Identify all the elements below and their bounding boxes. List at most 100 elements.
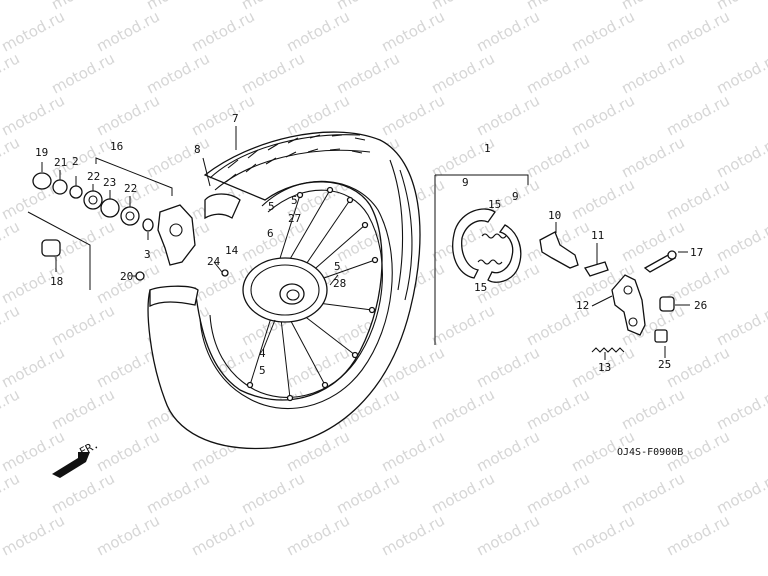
callout-24: 24 xyxy=(207,255,221,268)
inner-tube xyxy=(149,285,199,308)
watermark-text: motod.ru xyxy=(618,469,687,517)
watermark-text: motod.ru xyxy=(523,469,592,517)
watermark-text: motod.ru xyxy=(663,91,732,139)
callout-5a: 5 xyxy=(268,200,275,213)
diagram-code: OJ4S-F0900B xyxy=(617,447,683,458)
part-10-brake-cam xyxy=(539,231,579,269)
watermark-text: motod.ru xyxy=(713,133,768,181)
watermark-text: motod.ru xyxy=(0,217,23,265)
leader-lines xyxy=(41,126,690,360)
watermark-text: motod.ru xyxy=(238,49,307,97)
callout-15a: 15 xyxy=(488,198,501,211)
part-20-screw xyxy=(135,271,145,281)
watermark-text: motod.ru xyxy=(473,427,542,475)
watermark-text: motod.ru xyxy=(143,469,212,517)
watermark-text: motod.ru xyxy=(713,301,768,349)
watermark-text: motod.ru xyxy=(523,133,592,181)
part-15-spring-top xyxy=(481,233,507,239)
watermark-text: motod.ru xyxy=(0,0,23,14)
callout-22b: 22 xyxy=(124,182,137,195)
tube-section xyxy=(204,193,241,220)
callout-21: 21 xyxy=(54,156,67,169)
watermark-text: motod.ru xyxy=(663,175,732,223)
part-15-spring-bottom xyxy=(477,259,503,265)
callout-19: 19 xyxy=(35,146,48,159)
watermark-text: motod.ru xyxy=(713,217,768,265)
watermark-text: motod.ru xyxy=(568,7,637,55)
watermark-text: motod.ru xyxy=(473,511,542,559)
watermark-text: motod.ru xyxy=(188,91,257,139)
callout-14: 14 xyxy=(225,244,239,257)
part-2-collar xyxy=(69,185,83,199)
watermark-text: motod.ru xyxy=(0,133,23,181)
watermark-text: motod.ru xyxy=(378,427,447,475)
watermark-text: motod.ru xyxy=(0,49,23,97)
watermark-text: motod.ru xyxy=(473,7,542,55)
spoke-nipples xyxy=(246,186,379,402)
callout-22a: 22 xyxy=(87,170,100,183)
callout-2: 2 xyxy=(72,155,79,168)
watermark-text: motod.ru xyxy=(428,49,497,97)
watermark-text: motod.ru xyxy=(0,385,23,433)
watermark-text: motod.ru xyxy=(663,511,732,559)
callout-26: 26 xyxy=(694,299,707,312)
watermark-text: motod.ru xyxy=(333,49,402,97)
part-9-brake-shoe-left xyxy=(452,208,496,279)
part-9-brake-shoe-right xyxy=(487,224,522,283)
tire-outer xyxy=(147,131,421,450)
fr-label: FR. xyxy=(77,438,101,459)
watermark-text: motod.ru xyxy=(428,385,497,433)
brake-assembly xyxy=(452,208,522,283)
callout-15b: 15 xyxy=(474,281,487,294)
wheel-assembly xyxy=(147,131,421,450)
watermark-text: motod.ru xyxy=(663,7,732,55)
left-parts xyxy=(32,172,229,281)
part-25-pin xyxy=(654,329,668,343)
watermark-text: motod.ru xyxy=(618,133,687,181)
watermark-text: motod.ru xyxy=(283,7,352,55)
part-21-washer xyxy=(52,179,68,195)
watermark-text: motod.ru xyxy=(48,49,117,97)
watermark-text: motod.ru xyxy=(0,7,68,55)
callout-25: 25 xyxy=(658,358,671,371)
watermark-text: motod.ru xyxy=(93,7,162,55)
callout-8: 8 xyxy=(194,143,201,156)
watermark-text: motod.ru xyxy=(473,343,542,391)
watermark-text: motod.ru xyxy=(333,469,402,517)
watermark-text: motod.ru xyxy=(0,511,68,559)
callout-23: 23 xyxy=(103,176,116,189)
watermark-text: motod.ru xyxy=(238,469,307,517)
watermark-text: motod.ru xyxy=(523,49,592,97)
part-13-spring xyxy=(591,347,625,353)
callout-5d: 5 xyxy=(259,364,266,377)
watermark-text: motod.ru xyxy=(0,427,68,475)
watermark-text: motod.ru xyxy=(93,427,162,475)
watermark-text: motod.ru xyxy=(0,301,23,349)
callout-5b: 5 xyxy=(291,194,298,207)
watermark-text: motod.ru xyxy=(378,511,447,559)
part-26-nut xyxy=(659,296,675,312)
watermark-text: motod.ru xyxy=(48,385,117,433)
callout-11: 11 xyxy=(591,229,604,242)
callout-9b: 9 xyxy=(512,190,519,203)
watermark-text: motod.ru xyxy=(188,511,257,559)
callout-6: 6 xyxy=(267,227,274,240)
watermark-text: motod.ru xyxy=(188,7,257,55)
watermark-text: motod.ru xyxy=(378,7,447,55)
watermark-text: motod.ru xyxy=(618,385,687,433)
watermark-text: motod.ru xyxy=(0,343,68,391)
right-parts xyxy=(539,231,677,353)
watermark-text: motod.ru xyxy=(713,385,768,433)
part-3-spacer xyxy=(142,218,154,232)
callout-1: 1 xyxy=(484,142,491,155)
watermark-text: motod.ru xyxy=(568,175,637,223)
watermark-text: motod.ru xyxy=(428,469,497,517)
watermark-text: motod.ru xyxy=(428,133,497,181)
rim-ring xyxy=(209,189,383,398)
callout-7: 7 xyxy=(232,112,239,125)
callout-16: 16 xyxy=(110,140,123,153)
watermark-text: motod.ru xyxy=(568,511,637,559)
watermark-text: motod.ru xyxy=(48,301,117,349)
callout-5c: 5 xyxy=(334,260,341,273)
